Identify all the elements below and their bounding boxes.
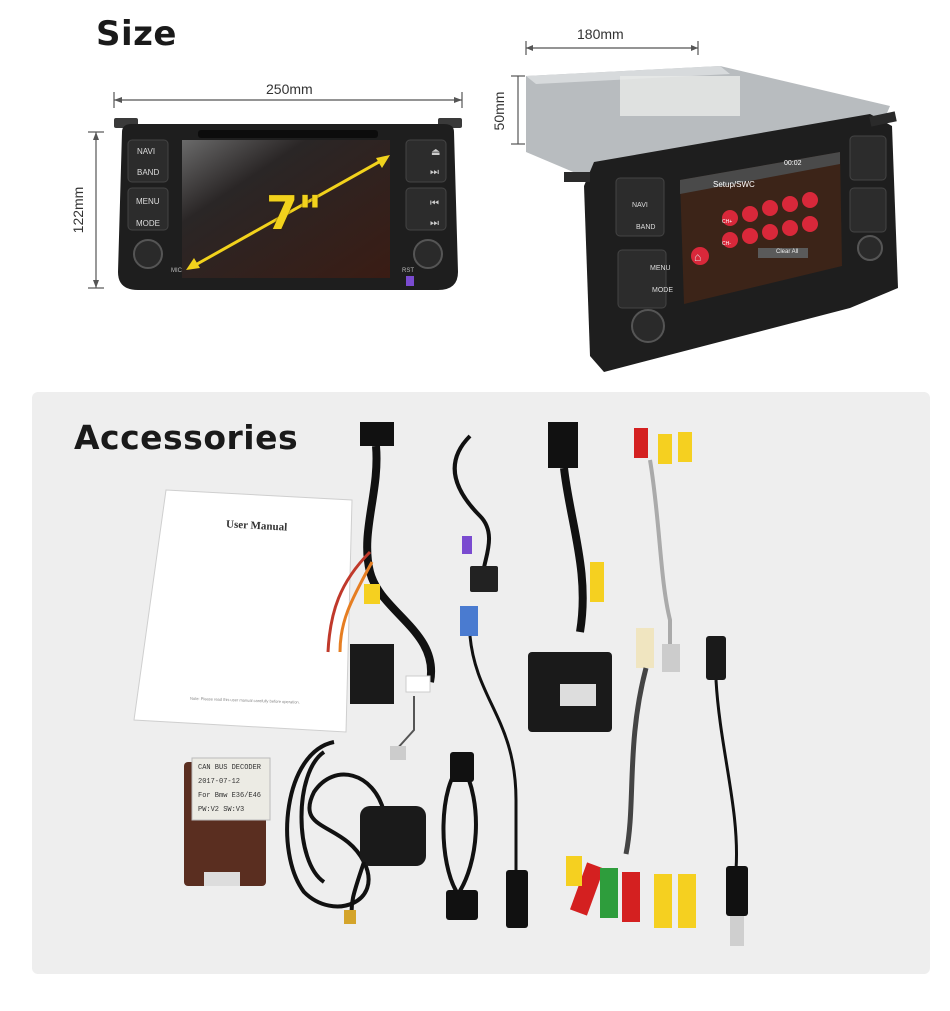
- usb-short-cable: [452, 434, 498, 592]
- clear-all-label: Clear All: [776, 249, 799, 255]
- screen-diagonal-arrow: [186, 155, 390, 270]
- canbus-decoder: [184, 757, 271, 886]
- front-width-dimension: [113, 92, 463, 108]
- radio-antenna-adaptor: [706, 636, 748, 946]
- size-heading: Size: [96, 14, 177, 54]
- gps-antenna: [285, 740, 426, 924]
- side-depth-label: 50mm: [491, 91, 507, 131]
- radio-adaptor-small: [390, 696, 415, 760]
- decoder-line-2: 2017-07-12: [198, 778, 241, 786]
- power-harness: [326, 422, 436, 704]
- eject-icon: ⏏: [431, 147, 441, 158]
- next-track-icon: ⏭: [430, 167, 439, 178]
- decoder-line-4: PW:V2 SW:V3: [198, 806, 245, 814]
- multi-rca-harness: [566, 628, 696, 928]
- ch-plus-key: CH+: [722, 219, 733, 225]
- canbus-harness: [528, 422, 612, 732]
- usb-cable: [441, 752, 478, 920]
- front-mode-label: MODE: [136, 219, 160, 228]
- microphone-cable: [460, 606, 528, 928]
- rca-audio-cable: [634, 428, 692, 672]
- angled-head-unit: [526, 66, 898, 372]
- angled-navi-label: NAVI: [632, 202, 648, 209]
- front-menu-label: MENU: [136, 197, 160, 206]
- front-width-label: 250mm: [262, 81, 317, 97]
- side-width-label: 180mm: [577, 26, 624, 42]
- screen-clock: 00:02: [784, 160, 802, 167]
- decoder-line-3: For Bmw E36/E46: [198, 792, 262, 800]
- decoder-line-1: CAN BUS DECODER: [198, 764, 262, 772]
- angled-mode-label: MODE: [652, 287, 673, 294]
- screen-size-label: 7": [266, 186, 322, 240]
- front-height-dimension: [88, 131, 104, 289]
- prev-track-icon: ⏮: [430, 198, 439, 209]
- side-depth-dimension: [511, 75, 525, 145]
- front-rst-label: RST: [402, 268, 414, 274]
- ch-minus-key: CH-: [722, 241, 731, 247]
- front-height-label: 122mm: [70, 180, 86, 240]
- front-mic-label: MIC: [171, 268, 182, 274]
- angled-menu-label: MENU: [650, 265, 671, 272]
- setup-swc-title: Setup/SWC: [713, 180, 755, 189]
- front-navi-label: NAVI: [137, 147, 156, 156]
- home-icon: ⌂: [694, 250, 702, 264]
- front-band-label: BAND: [137, 168, 160, 177]
- side-width-dimension: [525, 41, 699, 55]
- next-icon: ⏭: [430, 218, 439, 229]
- user-manual: [133, 489, 353, 733]
- angled-band-label: BAND: [636, 224, 656, 231]
- accessories-heading: Accessories: [74, 418, 299, 457]
